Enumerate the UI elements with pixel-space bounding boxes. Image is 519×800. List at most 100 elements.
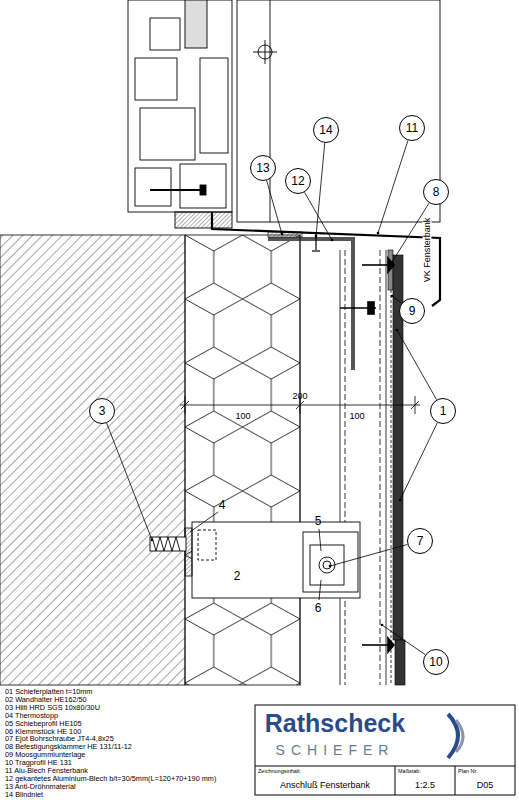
part-label: 5 (315, 515, 322, 527)
callout-circle: 13 (250, 155, 276, 181)
label-text: 200 (292, 391, 307, 401)
part-label: 4 (219, 499, 226, 511)
label-text: 04 Thermostopp (5, 711, 58, 720)
callout-number: 12 (291, 175, 304, 187)
legend-line: 02 Wandhalter HE162/50 (5, 696, 87, 703)
label-text: Plan Nr. (458, 768, 478, 774)
callout-number: 8 (433, 186, 440, 198)
callout-circle: 9 (399, 298, 425, 324)
label-text: SCHIEFER (276, 742, 395, 758)
legend-line: 10 Tragprofil HE 131 (5, 759, 72, 766)
drawing-stroke (395, 766, 396, 795)
legend-line: 08 Befestigungsklammer HE 131/11-12 (5, 743, 132, 750)
drawing-stroke (265, 40, 266, 64)
leader-line (319, 529, 321, 551)
leader-lines (107, 140, 438, 654)
label-text: 02 Wandhalter HE162/50 (5, 695, 87, 704)
drawing-stroke (150, 537, 186, 551)
drawing-stroke (388, 638, 394, 652)
title-block-text: 1:2.5 (415, 781, 435, 790)
drawing-stroke (135, 58, 177, 100)
leader-dot (315, 235, 318, 238)
window-frame (128, 0, 232, 228)
label-text: 10 Tragprofil HE 131 (5, 758, 72, 767)
drawing-stroke (255, 705, 515, 795)
title-block-text: Rathscheck (265, 711, 405, 736)
drawing-stroke (152, 537, 180, 551)
wall-anchor (150, 537, 186, 551)
part-label: VK Fensterbank (423, 216, 432, 285)
drawing-stroke (135, 168, 171, 206)
drawing-stroke (380, 250, 381, 685)
legend-line: 14 Blindniet (5, 791, 43, 798)
callout-circle: 10 (423, 649, 449, 675)
legend-line: 04 Thermostopp (5, 712, 58, 719)
callout-number: 13 (256, 162, 269, 174)
callout-circle: 8 (423, 179, 449, 205)
leader-dot (329, 565, 332, 568)
callout-number: 14 (319, 124, 332, 136)
title-block-text: Zeichnungsinhalt: (258, 769, 301, 775)
drawing-stroke (128, 0, 232, 212)
leader-dot (391, 295, 394, 298)
label-text: 2 (234, 569, 241, 583)
callout-number: 1 (440, 405, 447, 417)
drawing-stroke (368, 302, 374, 314)
legend-line: 07 Ejot Bohrschraube JT4-4,8x25 (5, 735, 114, 742)
label-text: 14 Blindniet (5, 790, 43, 799)
title-block-text: Maßstab: (398, 769, 421, 775)
part-label: 6 (315, 602, 322, 614)
drawing-stroke (296, 401, 304, 409)
drawing-stroke (181, 401, 189, 409)
label-text: 01 Schieferplatten t=10mm (5, 687, 92, 696)
drawing-stroke (200, 185, 206, 195)
leader-dot (381, 624, 384, 627)
leader-line (316, 143, 325, 236)
drawing-stroke (198, 530, 216, 560)
callout-circle: 11 (399, 115, 425, 141)
callout-number: 7 (417, 535, 424, 547)
drawing-stroke (175, 212, 232, 228)
callout-circle: 3 (89, 398, 115, 424)
label-text: 100 (349, 411, 364, 421)
label-text: 4 (219, 498, 226, 512)
drawing-stroke (180, 164, 226, 208)
drawing-stroke (455, 766, 456, 795)
leader-line (392, 296, 402, 303)
label-text: VK Fensterbank (422, 218, 432, 283)
drawing-stroke (411, 401, 419, 409)
leader-line (304, 192, 332, 240)
leader-dot (396, 329, 399, 332)
drawing-stroke (237, 0, 440, 222)
leader-line (400, 423, 437, 500)
drawing-stroke (200, 58, 228, 153)
part-label: 2 (234, 570, 241, 582)
drawing-stroke (386, 250, 387, 685)
drawing-stroke (312, 250, 320, 251)
label-text: 05 Schiebeprofil HE105 (5, 719, 82, 728)
leader-line (267, 180, 282, 234)
label-text: 6 (315, 601, 322, 615)
legend-line: 12 gekantetes Aluminium-Blech b/t=30/5mm… (5, 775, 216, 782)
label-text: 1:2.5 (415, 780, 435, 790)
anti-drone-strip (268, 232, 302, 237)
label-text: 06 Klemmstück HE 100 (5, 727, 81, 736)
leader-line (397, 330, 437, 400)
drawing-stroke (340, 250, 341, 685)
label-text: Zeichnungsinhalt: (258, 768, 301, 774)
legend-line: 11 Alu-Blech Fensterbank (5, 767, 88, 774)
drawing-stroke (323, 561, 331, 569)
drawing-stroke (192, 522, 360, 598)
drawing-stroke (270, 0, 271, 222)
thermostop (185, 528, 192, 576)
legend-line: 03 Hilti HRD SGS 10x80/30U (5, 704, 100, 711)
support-profile (300, 235, 386, 685)
label-text: Rathscheck (265, 709, 405, 737)
leader-dot (399, 499, 402, 502)
callout-number: 9 (409, 305, 416, 317)
leader-dot (391, 261, 394, 264)
drawing-stroke (310, 545, 344, 585)
insulation (185, 235, 300, 685)
label-text: Anschluß Fensterbank (280, 780, 370, 790)
